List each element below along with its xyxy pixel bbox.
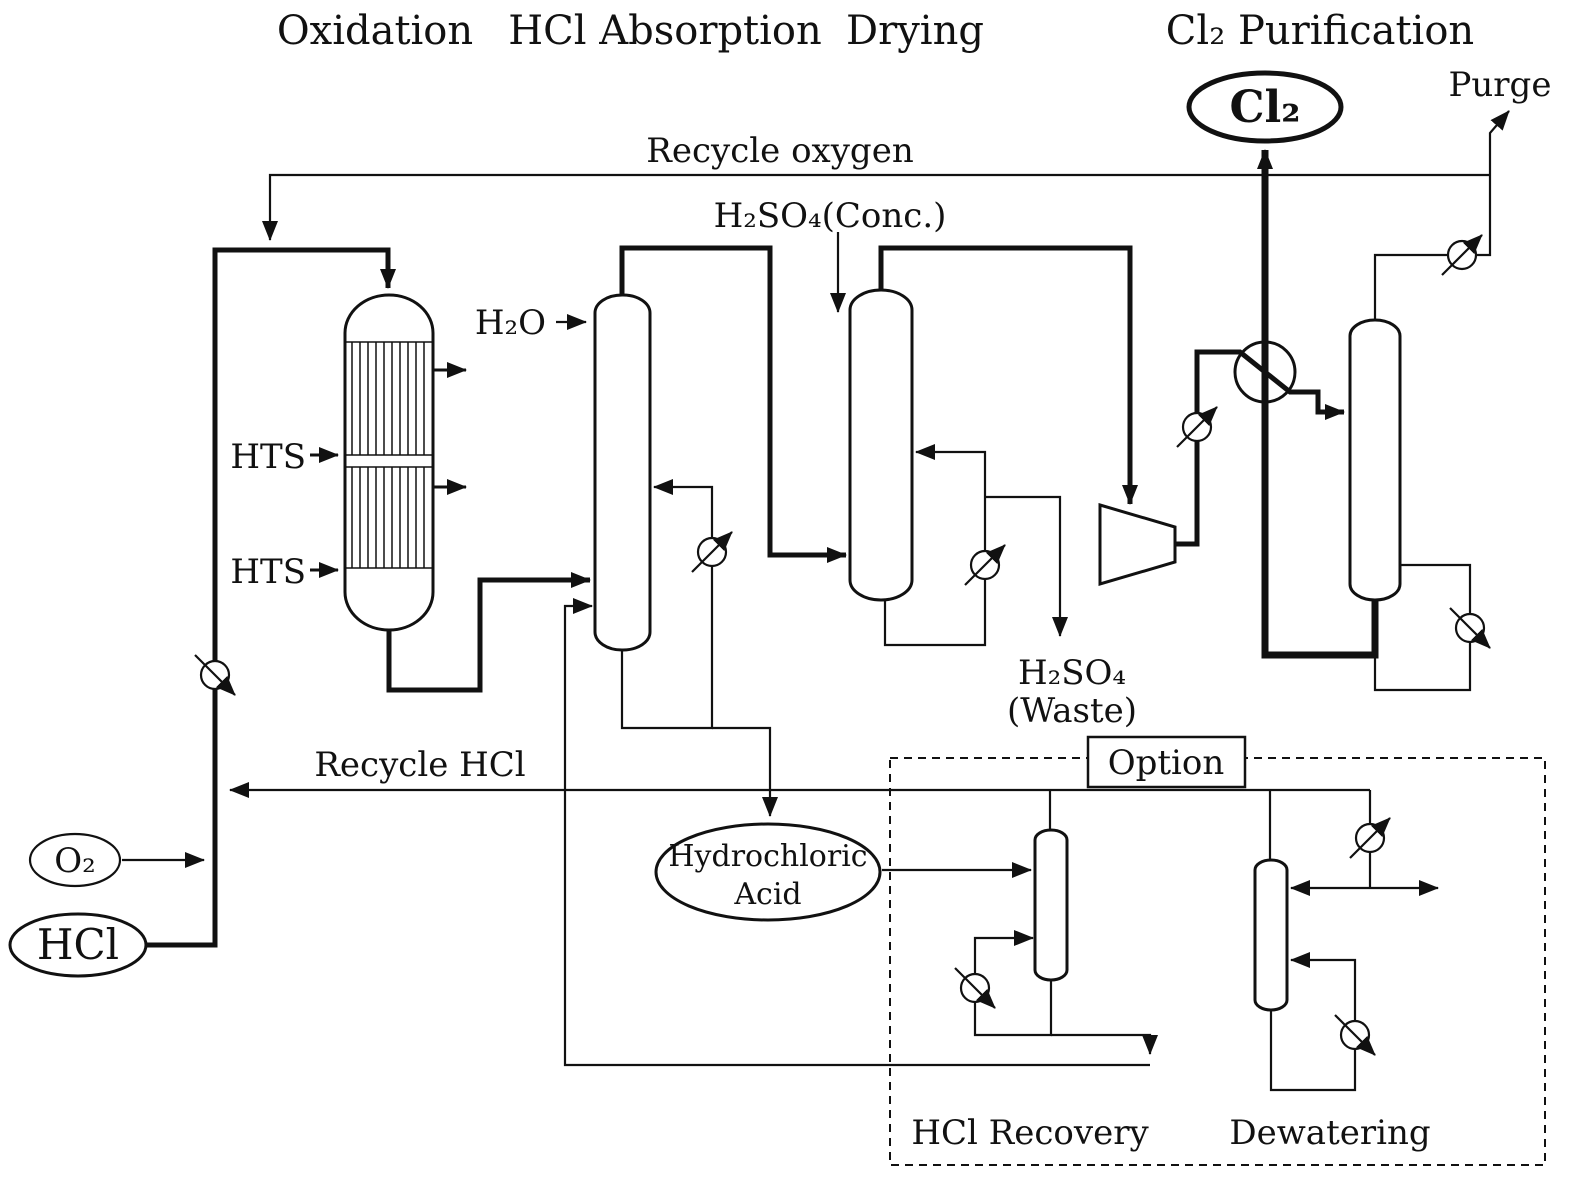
hts-lower-label: HTS xyxy=(230,552,306,592)
cl2-purification-column xyxy=(1348,318,1402,602)
recycle-oxygen-line xyxy=(262,173,1490,241)
purification-reboiler-loop xyxy=(1373,563,1472,692)
recovery-bottoms-line xyxy=(1051,1033,1158,1055)
compressor-aftercooler-icon xyxy=(1176,406,1218,448)
dryer-overhead-line xyxy=(878,245,1138,505)
feed-blower-icon xyxy=(194,654,236,696)
dryer-acid-circulation-line xyxy=(883,444,987,647)
hcl-o2-feed-line xyxy=(146,247,396,948)
section-title-cl2-purification: Cl₂ Purification xyxy=(1166,8,1474,54)
o2-feed-terminal xyxy=(28,832,122,888)
purification-overhead-purge-line xyxy=(1373,110,1510,320)
recovery-reboiler-icon xyxy=(954,967,996,1009)
hcl-recovery-column xyxy=(1033,828,1069,982)
absorber-cooler-icon xyxy=(691,531,733,573)
hydrochloric-acid-label-line1: Hydrochloric xyxy=(668,839,867,874)
reactor-tube-bundle-lower xyxy=(351,467,425,568)
acid-drawoff-line xyxy=(712,726,778,817)
purge-label: Purge xyxy=(1449,65,1552,105)
section-title-drying: Drying xyxy=(846,8,984,54)
option-label: Option xyxy=(1108,743,1225,783)
recycle-oxygen-label: Recycle oxygen xyxy=(646,131,913,171)
section-title-oxidation: Oxidation xyxy=(277,8,473,54)
option-boundary xyxy=(889,757,1546,1166)
reactor-outlet-line xyxy=(386,572,591,693)
oxidation-reactor xyxy=(343,293,435,632)
cl2-product-line xyxy=(1257,149,1379,659)
section-title-hcl-absorption: HCl Absorption xyxy=(508,8,822,54)
recovery-reboiler-loop xyxy=(973,930,1053,1037)
hts-upper-label: HTS xyxy=(230,437,306,477)
recycle-hcl-label: Recycle HCl xyxy=(314,745,525,785)
h2so4-waste-line xyxy=(985,495,1068,637)
dewatering-column xyxy=(1253,858,1289,1012)
reactor-tube-sheets xyxy=(345,341,433,569)
dewatering-label: Dewatering xyxy=(1229,1113,1430,1153)
h2so4-waste-label-line1: H₂SO₄ xyxy=(1018,653,1126,693)
water-return-to-absorber-line xyxy=(563,598,1150,1067)
overhead-condenser-icon xyxy=(1441,234,1483,276)
hydrochloric-acid-label-line2: Acid xyxy=(733,877,801,912)
reactor-tube-bundle-upper xyxy=(351,342,425,455)
hcl-recovery-label: HCl Recovery xyxy=(911,1113,1149,1153)
absorber-overhead-line xyxy=(619,245,847,563)
drying-column xyxy=(848,288,914,602)
dewatering-reboiler-loop xyxy=(1269,952,1357,1092)
hcl-terminal-label: HCl xyxy=(37,920,119,969)
dryer-cooler-icon xyxy=(964,544,1006,586)
h2so4-waste-label-line2: (Waste) xyxy=(1007,691,1137,731)
compressor xyxy=(1098,502,1177,587)
cl2-terminal-label: Cl₂ xyxy=(1229,82,1300,133)
h2o-label: H₂O xyxy=(475,303,546,343)
dewatering-reboiler-icon xyxy=(1334,1014,1376,1056)
dewatering-condenser-icon xyxy=(1349,817,1391,859)
cl2-product-terminal xyxy=(1186,70,1344,144)
hydrochloric-acid-terminal xyxy=(654,822,882,922)
purification-reboiler-icon xyxy=(1449,607,1491,649)
h2so4-conc-label: H₂SO₄(Conc.) xyxy=(714,196,947,236)
o2-terminal-label: O₂ xyxy=(54,841,96,881)
option-label-box xyxy=(1086,735,1247,789)
hcl-absorption-column xyxy=(593,293,652,652)
